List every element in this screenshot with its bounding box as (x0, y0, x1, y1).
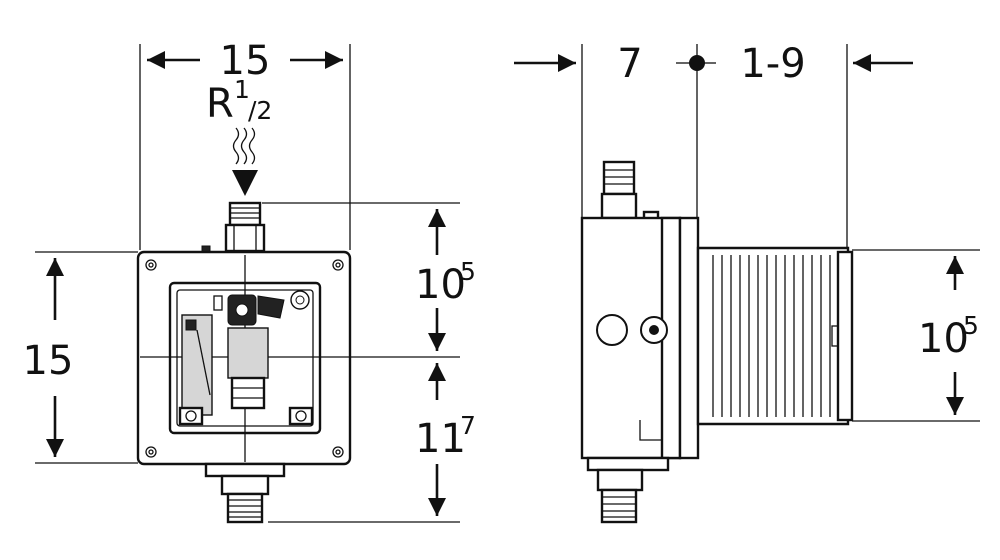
svg-text:5: 5 (963, 311, 979, 340)
front-width-label: 15 (220, 38, 271, 84)
svg-text:7: 7 (460, 411, 476, 440)
outlet-fitting (204, 462, 286, 524)
installation-sleeve (696, 246, 854, 426)
svg-text:/2: /2 (248, 96, 272, 125)
side-depth-dimension: 7 1-9 (514, 41, 913, 252)
upper-height-label: 10 (415, 262, 466, 308)
front-housing (136, 250, 352, 466)
side-outlet-fitting (586, 456, 670, 524)
side-housing (580, 216, 700, 460)
adjustment-range-label: 1-9 (740, 41, 805, 87)
svg-text:1: 1 (234, 75, 250, 104)
svg-text:5: 5 (460, 257, 476, 286)
front-view: 15 R 1 /2 (23, 38, 476, 524)
svg-text:R: R (206, 81, 234, 127)
side-view: 7 1-9 (514, 41, 980, 524)
front-height-label: 15 (23, 338, 74, 384)
side-inlet-fitting (600, 160, 660, 222)
sleeve-height-dimension: 10 5 (852, 249, 980, 422)
front-width-dimension: 15 (139, 38, 351, 250)
lower-height-label: 11 (415, 416, 466, 462)
water-inflow-icon (232, 127, 258, 196)
front-height-dimension: 15 (23, 251, 138, 464)
sleeve-height-label: 10 (918, 316, 969, 362)
depth-label: 7 (617, 41, 642, 87)
connection-thread-label: R 1 /2 (206, 75, 272, 127)
front-right-dimension: 10 5 11 7 (262, 202, 476, 523)
inlet-fitting (201, 201, 266, 253)
